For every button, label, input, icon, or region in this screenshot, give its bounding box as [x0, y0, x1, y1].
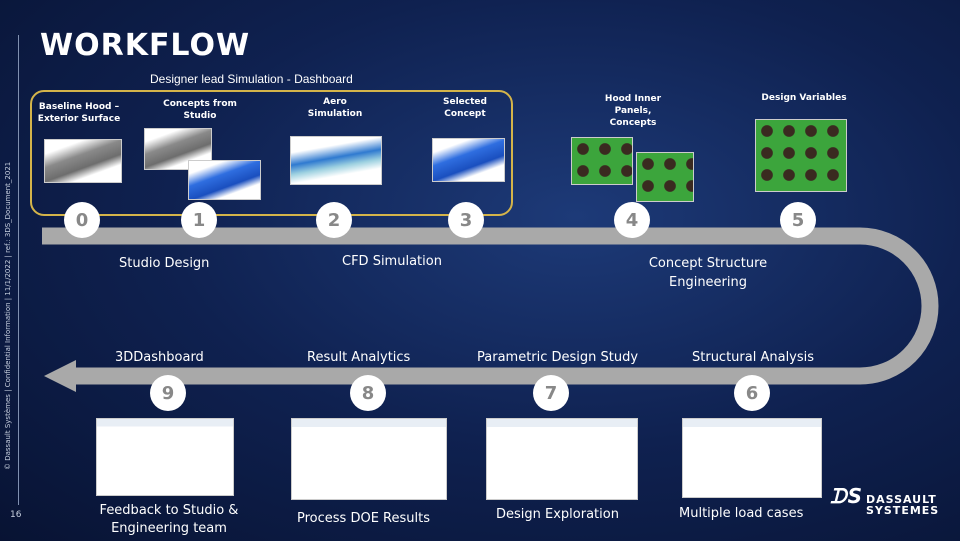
step-4-label: Concept Structure Engineering	[648, 256, 768, 290]
step-8-circle: 8	[350, 375, 386, 411]
step-3-circle: 3	[448, 202, 484, 238]
dassault-logo: ᗪS DASSAULT SYSTEMES	[830, 484, 940, 517]
dashboard-group-box	[30, 90, 513, 216]
page-title: WORKFLOW	[40, 28, 251, 63]
step-9-circle: 9	[150, 375, 186, 411]
dashboard-subtitle: Designer lead Simulation - Dashboard	[150, 72, 353, 86]
concept-blue-image	[188, 160, 261, 200]
selected-concept-image	[432, 138, 505, 182]
step-5-circle: 5	[780, 202, 816, 238]
caption-design-variables: Design Variables	[761, 93, 847, 103]
step-1-label: Studio Design	[119, 256, 210, 271]
step-6-label: Structural Analysis	[692, 350, 815, 365]
caption-selected: Selected Concept	[443, 97, 487, 119]
step-4-circle: 4	[614, 202, 650, 238]
step-9-caption: Feedback to Studio & Engineering team	[99, 503, 239, 536]
doe-results-screenshot	[291, 418, 447, 500]
step-6-circle: 6	[734, 375, 770, 411]
step-0-circle: 0	[64, 202, 100, 238]
arrow-head-icon	[44, 360, 76, 392]
divider	[18, 35, 19, 505]
step-1-circle: 1	[181, 202, 217, 238]
dashboard-screenshot	[96, 418, 234, 496]
step-7-caption: Design Exploration	[496, 507, 619, 522]
page-number: 16	[10, 510, 22, 520]
load-cases-screenshot	[682, 418, 822, 498]
3ds-logo-icon: ᗪS	[830, 484, 864, 508]
step-6-caption: Multiple load cases	[679, 506, 804, 521]
step-2-label: CFD Simulation	[342, 254, 442, 269]
step-2-circle: 2	[316, 202, 352, 238]
step-7-circle: 7	[533, 375, 569, 411]
step-7-label: Parametric Design Study	[477, 350, 639, 365]
inner-panel-image-1	[571, 137, 633, 185]
step-8-caption: Process DOE Results	[297, 511, 430, 526]
caption-aero: Aero Simulation	[307, 97, 363, 119]
design-variables-image	[755, 119, 847, 192]
step-8-label: Result Analytics	[307, 350, 411, 365]
step-9-label: 3DDashboard	[115, 350, 204, 365]
caption-inner-panels: Hood Inner Panels, Concepts	[604, 94, 662, 128]
caption-concepts: Concepts from Studio	[163, 99, 237, 121]
aero-simulation-image	[290, 136, 382, 185]
design-exploration-screenshot	[486, 418, 638, 500]
caption-baseline: Baseline Hood – Exterior Surface	[37, 102, 121, 124]
inner-panel-image-2	[636, 152, 694, 202]
baseline-hood-image	[44, 139, 122, 183]
